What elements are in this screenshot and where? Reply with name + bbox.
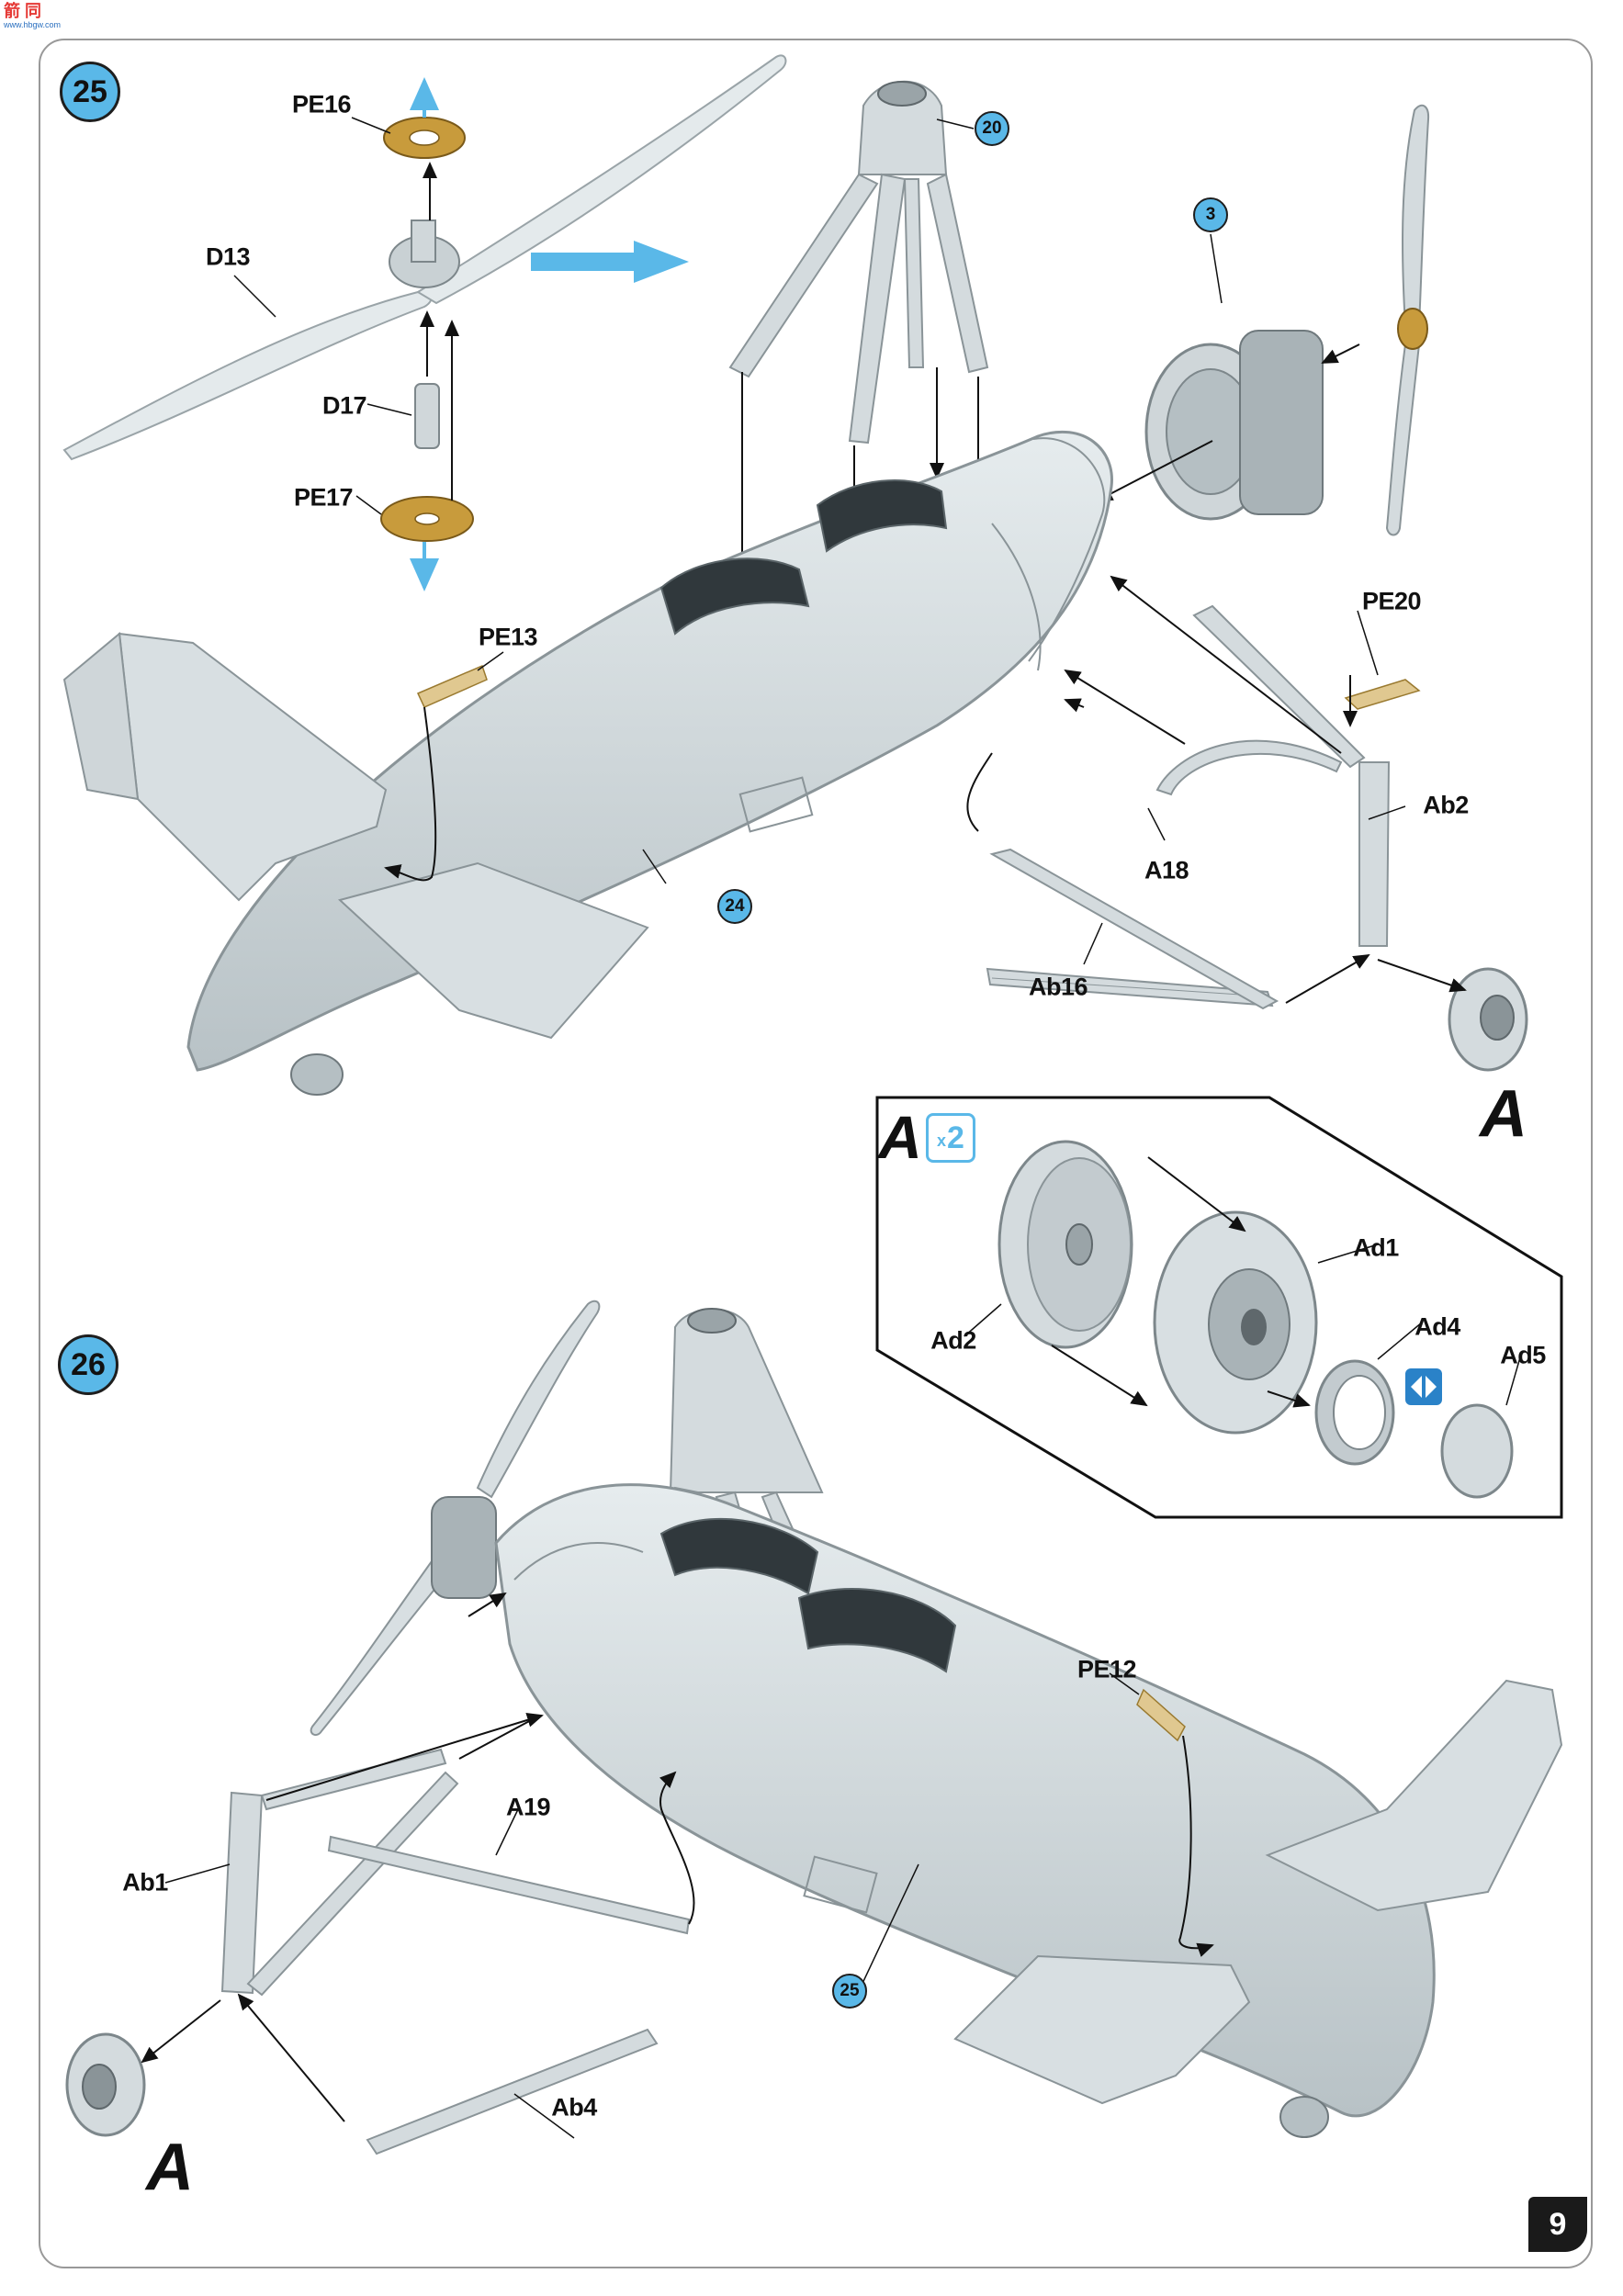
tailwheel-25 bbox=[290, 1053, 344, 1096]
sub-assembly-a-marker-bottom: A bbox=[146, 2131, 194, 2204]
label-a19: A19 bbox=[505, 1793, 551, 1821]
shaft-d17 bbox=[414, 383, 440, 449]
engine-arrows bbox=[1096, 343, 1360, 501]
label-pe17: PE17 bbox=[293, 483, 354, 512]
ref-25-badge: 25 bbox=[832, 1974, 867, 2009]
quantity-x: x bbox=[937, 1131, 947, 1150]
sub-assembly-a-marker-top: A bbox=[1480, 1077, 1527, 1151]
etch-part-pe16 bbox=[383, 117, 466, 159]
label-pe12: PE12 bbox=[1076, 1655, 1137, 1683]
callout-title-a: A bbox=[878, 1103, 922, 1171]
hubcap-ad5 bbox=[1440, 1403, 1514, 1499]
logo-url: www.hbgw.com bbox=[4, 20, 62, 29]
brake-ring-ad4 bbox=[1314, 1359, 1395, 1466]
etch-part-pe17 bbox=[380, 496, 474, 542]
wheel-half-ad2 bbox=[997, 1140, 1133, 1349]
logo-text: 箭 同 bbox=[4, 2, 42, 20]
page-frame bbox=[39, 39, 1593, 2268]
gear-arrows-25 bbox=[966, 575, 1467, 1004]
rotor-hub bbox=[389, 219, 460, 288]
step-25-badge: 25 bbox=[60, 62, 120, 122]
rotor-pylon-top bbox=[728, 80, 989, 445]
ref-3-badge: 3 bbox=[1193, 197, 1228, 232]
engine-cowl bbox=[1144, 330, 1324, 521]
page-number: 9 bbox=[1528, 2197, 1587, 2252]
label-ab4: Ab4 bbox=[551, 2093, 597, 2122]
etch-part-pe13 bbox=[384, 664, 488, 882]
label-ab1: Ab1 bbox=[122, 1868, 168, 1896]
label-d13: D13 bbox=[205, 242, 251, 271]
label-ab16: Ab16 bbox=[1028, 973, 1088, 1001]
cockpit-openings bbox=[659, 479, 948, 636]
sub-a-arrows bbox=[1051, 1156, 1311, 1408]
label-pe16: PE16 bbox=[291, 90, 352, 118]
gear-arrows-26 bbox=[141, 1592, 695, 2122]
wheel-26 bbox=[65, 2032, 146, 2137]
quantity-badge: x 2 bbox=[926, 1113, 975, 1163]
fuselage-26 bbox=[494, 1483, 1436, 2118]
site-logo: 箭 同 www.hbgw.com bbox=[4, 2, 68, 35]
ref-24-badge: 24 bbox=[717, 889, 752, 924]
label-d17: D17 bbox=[321, 391, 367, 420]
tire-ad1 bbox=[1153, 1210, 1318, 1435]
label-pe20: PE20 bbox=[1361, 587, 1422, 615]
label-a18: A18 bbox=[1144, 856, 1189, 884]
ref-20-badge: 20 bbox=[975, 111, 1009, 146]
label-ad1: Ad1 bbox=[1353, 1233, 1399, 1262]
label-ad4: Ad4 bbox=[1414, 1312, 1460, 1341]
tailwheel-26 bbox=[1279, 2096, 1329, 2138]
landing-gear-26 bbox=[220, 1748, 691, 2155]
etch-part-pe12 bbox=[1136, 1688, 1214, 1957]
rotor-assembly-arrows bbox=[410, 77, 459, 591]
tailplane-25 bbox=[62, 632, 649, 1040]
leader-lines bbox=[164, 117, 1521, 2139]
quantity-number: 2 bbox=[947, 1120, 964, 1155]
label-ab2: Ab2 bbox=[1423, 791, 1469, 819]
two-sided-icon bbox=[1405, 1368, 1442, 1405]
landing-gear-25 bbox=[986, 604, 1421, 1010]
label-ad2: Ad2 bbox=[930, 1326, 976, 1355]
rotor-blades-d13 bbox=[62, 54, 787, 461]
direction-arrow bbox=[531, 241, 689, 283]
cockpit-openings-26 bbox=[659, 1517, 957, 1673]
wheel-25 bbox=[1448, 967, 1528, 1072]
label-pe13: PE13 bbox=[478, 623, 538, 651]
propeller-26 bbox=[310, 1300, 601, 1737]
propeller bbox=[1385, 104, 1430, 536]
tailplane-26 bbox=[953, 1679, 1563, 2105]
label-ad5: Ad5 bbox=[1500, 1341, 1546, 1369]
step-26-badge: 26 bbox=[58, 1334, 118, 1395]
